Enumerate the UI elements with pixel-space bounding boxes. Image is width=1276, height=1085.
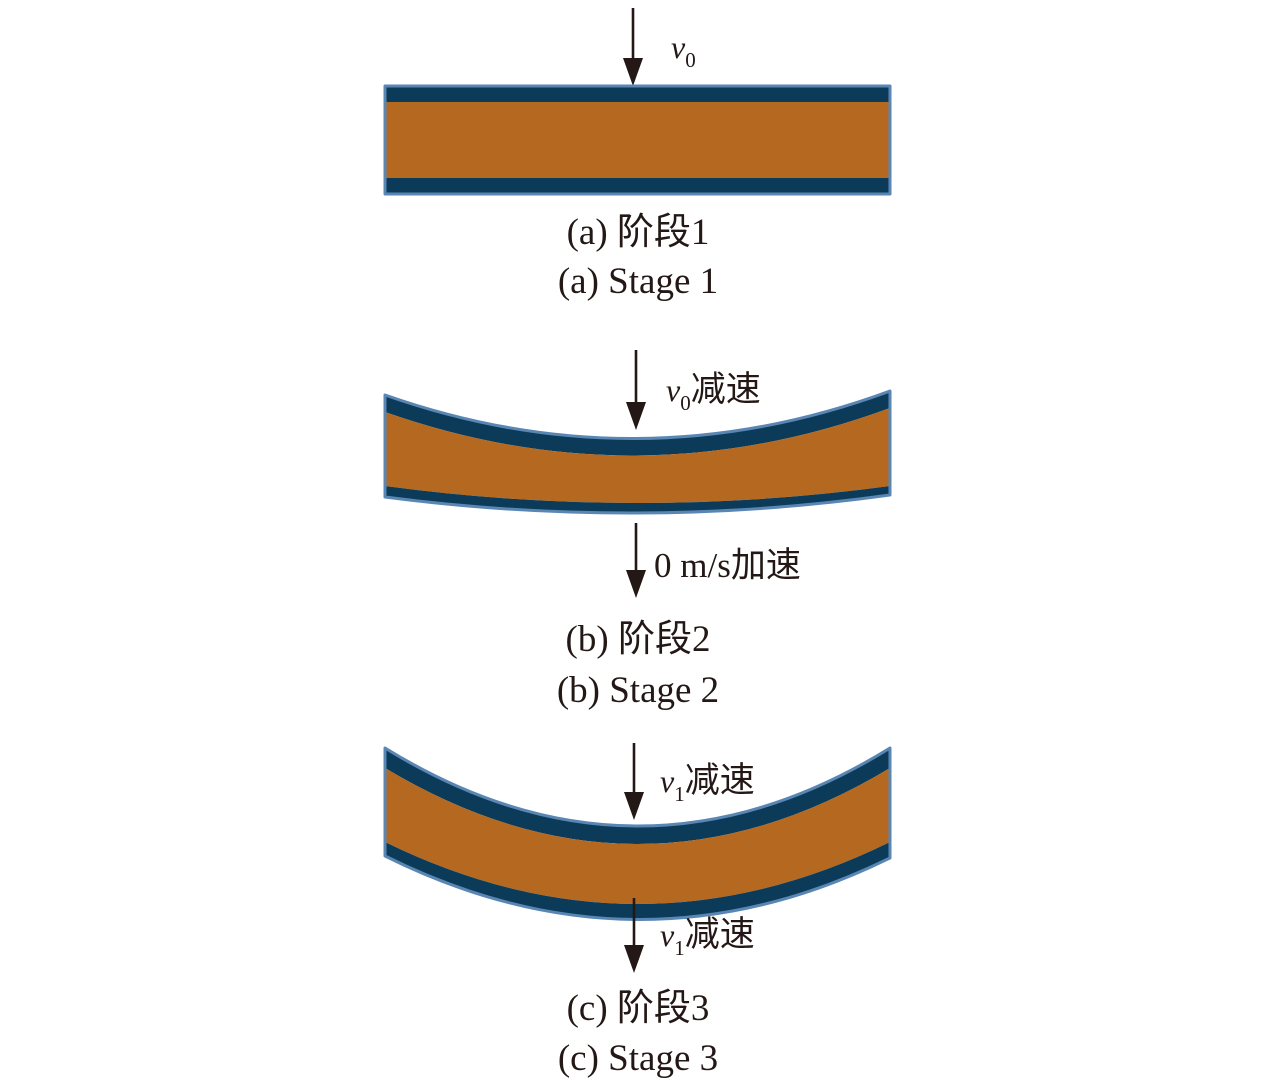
stage-c-top-skin bbox=[385, 748, 890, 844]
stage-b-top-velocity-label: v0减速 bbox=[666, 370, 761, 415]
stage-a-arrow bbox=[623, 8, 643, 86]
stage-c-caption-en: (c) Stage 3 bbox=[558, 1038, 718, 1079]
stage-a: v0 (a) 阶段1 (a) Stage 1 bbox=[383, 8, 892, 302]
stage-b-caption-cn: (b) 阶段2 bbox=[566, 618, 711, 660]
stage-c-top-arrow bbox=[624, 743, 644, 820]
stage-b-top-arrow bbox=[626, 350, 646, 430]
stage-c-bottom-skin bbox=[385, 842, 890, 920]
stage-b-bottom-arrow-label: 0 m/s加速 bbox=[654, 546, 801, 585]
stage-b-bottom-arrow bbox=[626, 523, 646, 598]
stage-c: v1减速 v1减速 (c) 阶段3 (c) Stage 3 bbox=[383, 743, 892, 1079]
stage-b-sandwich-panel bbox=[383, 389, 892, 515]
stage-b-bottom-skin bbox=[385, 486, 890, 514]
stage-a-sandwich-panel bbox=[383, 84, 892, 196]
stage-b: v0减速 0 m/s加速 (b) 阶段2 (b) Stage 2 bbox=[383, 350, 892, 711]
stage-c-core bbox=[385, 768, 890, 904]
stage-b-top-skin bbox=[385, 391, 890, 456]
stage-a-bottom-skin bbox=[385, 178, 890, 194]
stage-c-bottom-velocity-label: v1减速 bbox=[660, 915, 755, 960]
stage-b-caption-en: (b) Stage 2 bbox=[557, 670, 719, 711]
stage-c-bottom-arrow bbox=[624, 898, 644, 973]
stage-a-core bbox=[385, 102, 890, 178]
stage-a-velocity-label: v0 bbox=[671, 29, 696, 72]
stage-c-top-velocity-label: v1减速 bbox=[660, 761, 755, 806]
stage-a-caption-cn: (a) 阶段1 bbox=[567, 211, 710, 253]
stage-c-caption-cn: (c) 阶段3 bbox=[567, 987, 710, 1029]
stage-b-core bbox=[385, 408, 890, 503]
stage-c-sandwich-panel bbox=[383, 746, 892, 921]
stage-a-top-skin bbox=[385, 86, 890, 102]
stage-a-caption-en: (a) Stage 1 bbox=[558, 261, 718, 302]
